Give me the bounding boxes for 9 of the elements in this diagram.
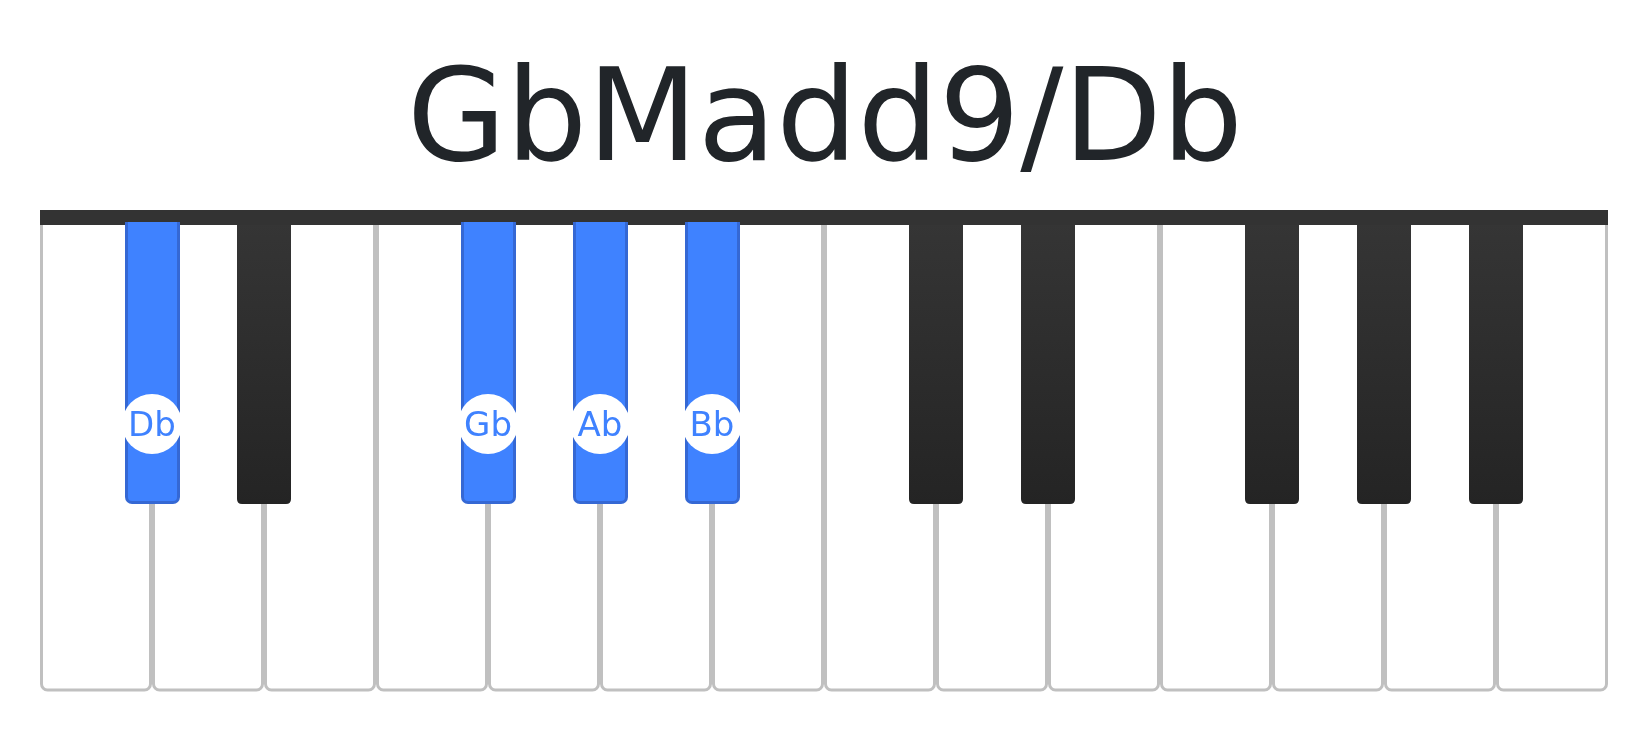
highlighted-key [572,222,628,504]
highlighted-key [124,222,180,504]
highlighted-key [684,222,740,504]
chord-title: GbMadd9/Db [406,52,1244,180]
note-label: Bb [682,394,742,454]
note-label: Gb [458,394,518,454]
note-label: Db [122,394,182,454]
highlighted-key [460,222,516,504]
note-label: Ab [570,394,630,454]
